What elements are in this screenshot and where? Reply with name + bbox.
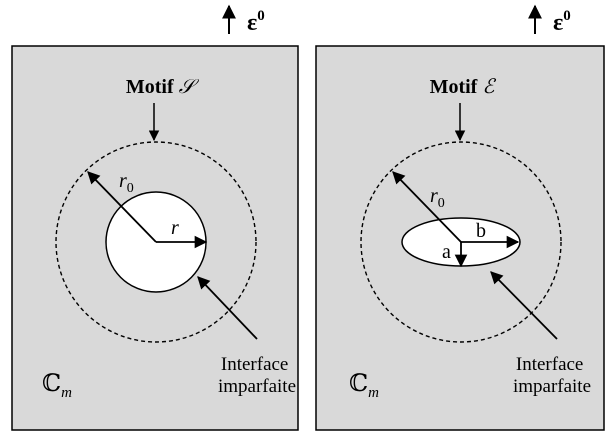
right-b-label: b [476,220,486,242]
left-interface-arrow [197,276,258,340]
left-interface-label: Interface imparfaite [218,354,296,397]
right-strain-label: ε0 [553,8,571,36]
left-r0-arrow [87,171,157,243]
right-interface-label: Interface imparfaite [513,354,591,397]
right-a-label: a [442,241,451,263]
right-interface-arrow [490,271,558,340]
right-r0-label: r0 [430,185,445,211]
right-r0-arrow [392,171,462,243]
left-matrix-label: ℂm [42,371,72,401]
left-motif-circle [55,141,257,343]
left-strain-label: ε0 [247,8,265,36]
right-matrix-label: ℂm [349,371,379,401]
left-r0-label: r0 [119,170,134,196]
right-motif-circle [360,141,562,343]
left-r-label: r [171,217,179,239]
